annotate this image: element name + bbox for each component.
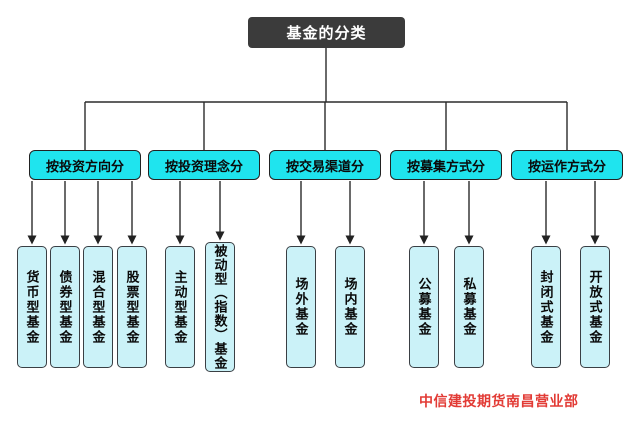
leaf-node-stock-fund: 股票型基金 [117, 246, 147, 368]
leaf-node-otc-fund: 场外基金 [286, 246, 316, 368]
category-node-by-fundraising-method: 按募集方式分 [390, 150, 502, 180]
leaf-node-bond-fund: 债券型基金 [50, 246, 80, 368]
leaf-node-open-end-fund: 开放式基金 [580, 246, 610, 368]
category-node-by-investment-direction: 按投资方向分 [29, 150, 141, 180]
category-node-by-investment-philosophy: 按投资理念分 [148, 150, 260, 180]
watermark-text: 中信建投期货南昌营业部 [419, 393, 579, 409]
leaf-node-hybrid-fund: 混合型基金 [83, 246, 113, 368]
leaf-node-active-fund: 主动型基金 [165, 246, 195, 368]
leaf-node-monetary-fund: 货币型基金 [17, 246, 47, 368]
leaf-node-public-fund: 公募基金 [409, 246, 439, 368]
leaf-node-passive-index-fund: 被动型（指数）基金 [205, 242, 235, 372]
leaf-node-closed-end-fund: 封闭式基金 [531, 246, 561, 368]
category-node-by-operation-mode: 按运作方式分 [511, 150, 623, 180]
root-node: 基金的分类 [248, 17, 405, 48]
category-node-by-trading-channel: 按交易渠道分 [269, 150, 381, 180]
leaf-node-private-fund: 私募基金 [454, 246, 484, 368]
leaf-node-exchange-fund: 场内基金 [335, 246, 365, 368]
